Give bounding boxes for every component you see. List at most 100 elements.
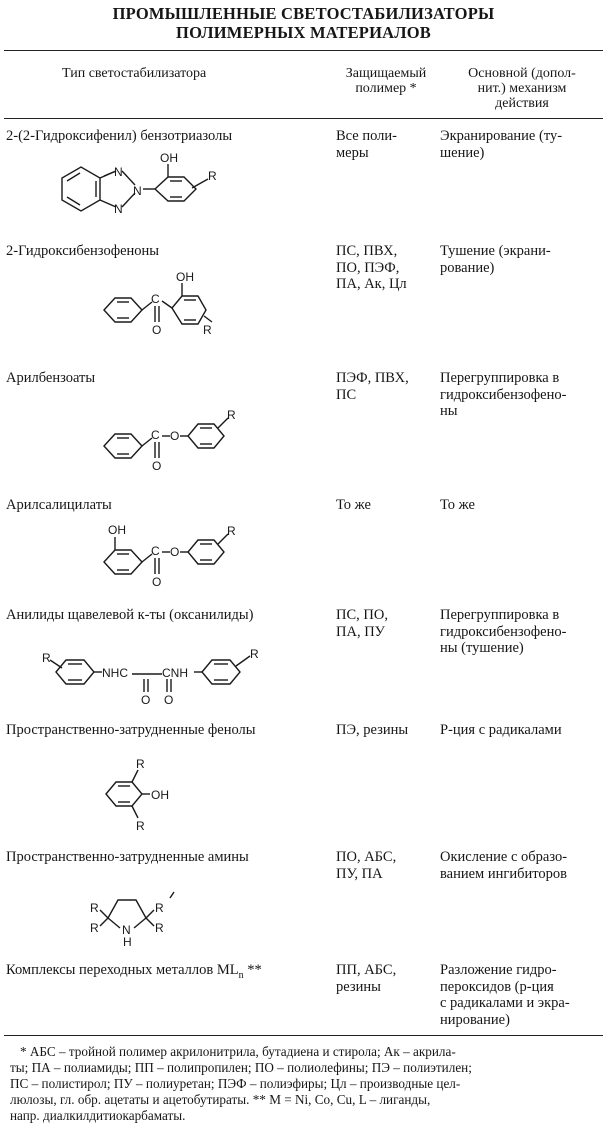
polymer-line: ПП, АБС,: [336, 962, 397, 978]
mechanism-line: гидроксибензофено-: [440, 386, 567, 403]
header-mechanism-line: Основной (допол-: [468, 66, 576, 81]
footnote-line: люлозы, гл. обр. ацетаты и ацетобутираты…: [10, 1092, 431, 1107]
header-polymer-line: Защищаемый: [345, 66, 427, 81]
subscript-n: n: [238, 969, 244, 981]
polymer-line: ПУ, ПА: [336, 865, 383, 882]
mechanism-line: шение): [440, 144, 485, 161]
mechanism-line: с радикалами и экра-: [440, 995, 570, 1011]
mechanism-line: Перегруппировка в: [440, 370, 560, 386]
mechanism-line: рование): [440, 259, 495, 276]
header-bottom-rule: [4, 118, 603, 119]
atom-label: R: [227, 524, 236, 538]
row-name-metal-complexes: Комплексы переходных металлов MLn **: [6, 962, 262, 984]
row-mechanism: Разложение гидро- пероксидов (р-ция с ра…: [440, 962, 600, 1028]
metal-complexes-label: Комплексы переходных металлов ML: [6, 962, 239, 978]
mechanism-line: Экранирование (ту-: [440, 128, 563, 144]
atom-label: R: [250, 647, 259, 661]
row-polymers: ПП, АБС, резины: [336, 962, 434, 995]
hindered-amine-structure: N H R R R R: [90, 891, 175, 949]
row-mechanism: Перегруппировка в гидроксибензофено- ны …: [440, 607, 600, 657]
atom-label: O: [164, 693, 173, 707]
atom-label: R: [155, 901, 164, 915]
table-top-rule: [4, 50, 603, 51]
atom-label: O: [141, 693, 150, 707]
polymer-line: ПО, АБС,: [336, 849, 397, 865]
atom-label: R: [155, 921, 164, 935]
footnote-line: ты; ПА – полиамиды; ПП – полипропилен; П…: [10, 1060, 472, 1075]
atom-label: OH: [151, 788, 169, 802]
mechanism-line: ны: [440, 403, 458, 419]
mechanism-line: ванием ингибиторов: [440, 865, 567, 882]
mechanism-line: Тушение (экрани-: [440, 243, 551, 259]
mechanism-line: Р-ция с радикалами: [440, 722, 562, 738]
header-mechanism-line: действия: [495, 96, 549, 111]
atom-label: R: [90, 901, 99, 915]
polymer-line: ПЭ, резины: [336, 722, 409, 738]
footnote-line: напр. диалкилдитиокарбаматы.: [10, 1108, 186, 1123]
row-polymers: ПС, ПВХ, ПО, ПЭФ, ПА, Ак, Цл: [336, 243, 434, 293]
oxanilide-structure: R NHC O CNH O R: [42, 647, 259, 707]
benzophenone-structure: C O OH R: [103, 270, 213, 337]
footnote-line: * АБС – тройной полимер акрилонитрила, б…: [20, 1044, 456, 1059]
mechanism-line: пероксидов (р-ция: [440, 978, 554, 995]
header-mechanism-line: нит.) механизм: [477, 81, 567, 96]
atom-label: N: [133, 184, 142, 198]
mechanism-line: То же: [440, 497, 475, 513]
header-type: Тип светостабилизатора: [62, 66, 207, 81]
atom-label: H: [123, 935, 132, 949]
row-polymers: ПО, АБС, ПУ, ПА: [336, 849, 434, 882]
atom-label: R: [90, 921, 99, 935]
row-mechanism: Р-ция с радикалами: [440, 722, 600, 739]
arylbenzoate-structure: C O O R: [103, 408, 236, 473]
atom-label: O: [152, 459, 161, 473]
row-name-hindered-phenols: Пространственно-затрудненные фенолы: [6, 722, 256, 738]
atom-label: N: [114, 202, 123, 216]
row-mechanism: Тушение (экрани- рование): [440, 243, 600, 276]
polymer-line: То же: [336, 497, 371, 513]
mechanism-line: Перегруппировка в: [440, 607, 560, 623]
table-bottom-rule: [4, 1035, 603, 1036]
polymer-line: ПЭФ, ПВХ,: [336, 370, 409, 386]
atom-label: O: [170, 429, 179, 443]
atom-label: C: [151, 428, 160, 442]
arylsalicylate-structure: OH C O O R: [103, 523, 236, 589]
atom-label: NHC: [102, 666, 128, 680]
footnote-mark: **: [243, 962, 262, 978]
row-name-arylsalicylates: Арилсалицилаты: [6, 497, 112, 513]
atom-label: CNH: [162, 666, 188, 680]
row-mechanism: Окисление с образо- ванием ингибиторов: [440, 849, 600, 882]
row-name-benzotriazoles: 2-(2-Гидроксифенил) бензотриазолы: [6, 128, 233, 144]
header-polymer: Защищаемый полимер *: [334, 66, 438, 96]
row-mechanism: Перегруппировка в гидроксибензофено- ны: [440, 370, 600, 420]
atom-label: OH: [108, 523, 126, 537]
mechanism-line: нирование): [440, 1011, 510, 1028]
mechanism-line: ны (тушение): [440, 640, 524, 656]
polymer-line: ПС, ПВХ,: [336, 243, 398, 259]
row-polymers: То же: [336, 497, 434, 514]
atom-label: OH: [176, 270, 194, 284]
row-polymers: ПЭФ, ПВХ, ПС: [336, 370, 434, 403]
page-title-line-1: ПРОМЫШЛЕННЫЕ СВЕТОСТАБИЛИЗАТОРЫ: [112, 4, 495, 23]
header-polymer-line: полимер *: [355, 81, 417, 96]
atom-label: OH: [160, 151, 178, 165]
polymer-line: ПО, ПЭФ,: [336, 259, 400, 276]
atom-label: R: [42, 651, 51, 665]
row-name-arylbenzoates: Арилбензоаты: [6, 370, 96, 386]
polymer-line: ПА, Ак, Цл: [336, 276, 407, 292]
atom-label: R: [136, 819, 145, 833]
row-polymers: ПЭ, резины: [336, 722, 434, 739]
atom-label: R: [203, 323, 212, 337]
row-polymers: ПС, ПО, ПА, ПУ: [336, 607, 434, 640]
atom-label: R: [208, 169, 217, 183]
benzotriazole-structure: N N N OH R: [61, 151, 217, 216]
hindered-phenol-structure: R OH R: [105, 757, 169, 833]
polymer-line: ПС, ПО,: [336, 607, 388, 623]
row-mechanism: Экранирование (ту- шение): [440, 128, 600, 161]
polymer-line: резины: [336, 978, 381, 995]
row-name-oxanilides: Анилиды щавелевой к-ты (оксанилиды): [6, 607, 254, 623]
mechanism-line: гидроксибензофено-: [440, 623, 567, 640]
mechanism-line: Окисление с образо-: [440, 849, 568, 865]
header-mechanism: Основной (допол- нит.) механизм действия: [444, 66, 600, 111]
atom-label: O: [152, 575, 161, 589]
footnote-line: ПС – полистирол; ПУ – полиуретан; ПЭФ – …: [10, 1076, 461, 1091]
